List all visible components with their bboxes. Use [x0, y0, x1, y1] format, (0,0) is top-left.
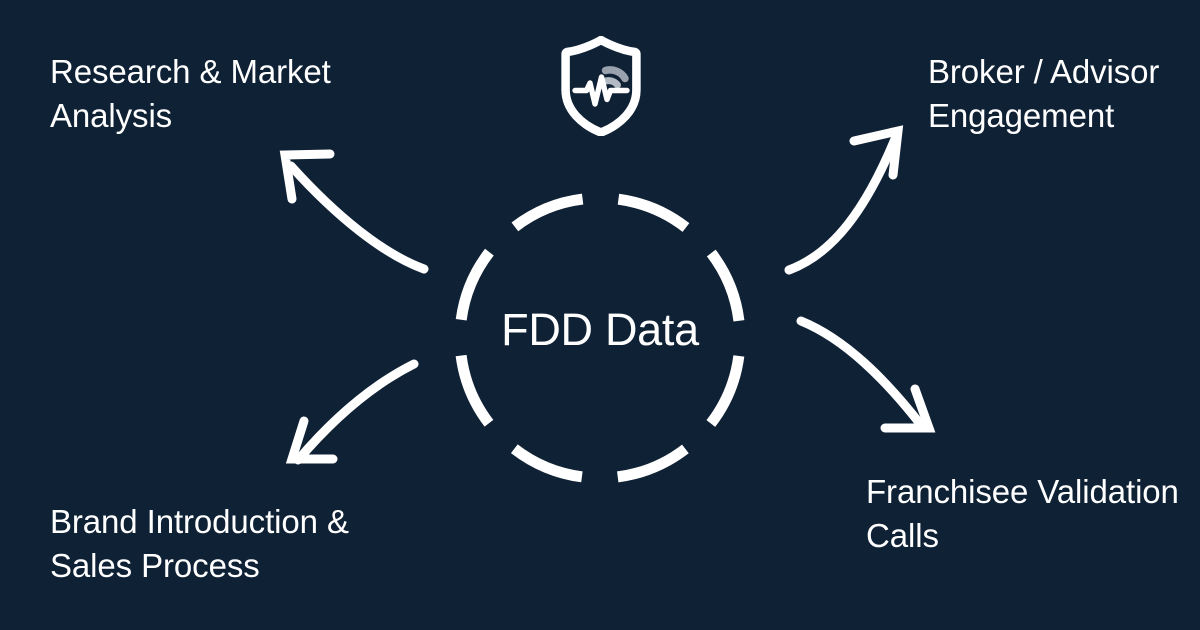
shield-pulse-icon: [558, 36, 644, 136]
arrow-to-brand: [285, 359, 419, 465]
node-label-brand-introduction-sales-process: Brand Introduction & Sales Process: [50, 503, 349, 584]
arrow-to-franchisee: [796, 316, 936, 433]
node-label-broker-advisor-engagement: Broker / Advisor Engagement: [928, 53, 1160, 134]
arrow-to-research: [279, 149, 429, 274]
node-label-franchisee-validation-calls: Franchisee Validation Calls: [866, 473, 1179, 554]
center-label: FDD Data: [501, 304, 699, 355]
arrow-to-broker: [784, 125, 904, 275]
node-label-research-market-analysis: Research & Market Analysis: [50, 53, 331, 134]
